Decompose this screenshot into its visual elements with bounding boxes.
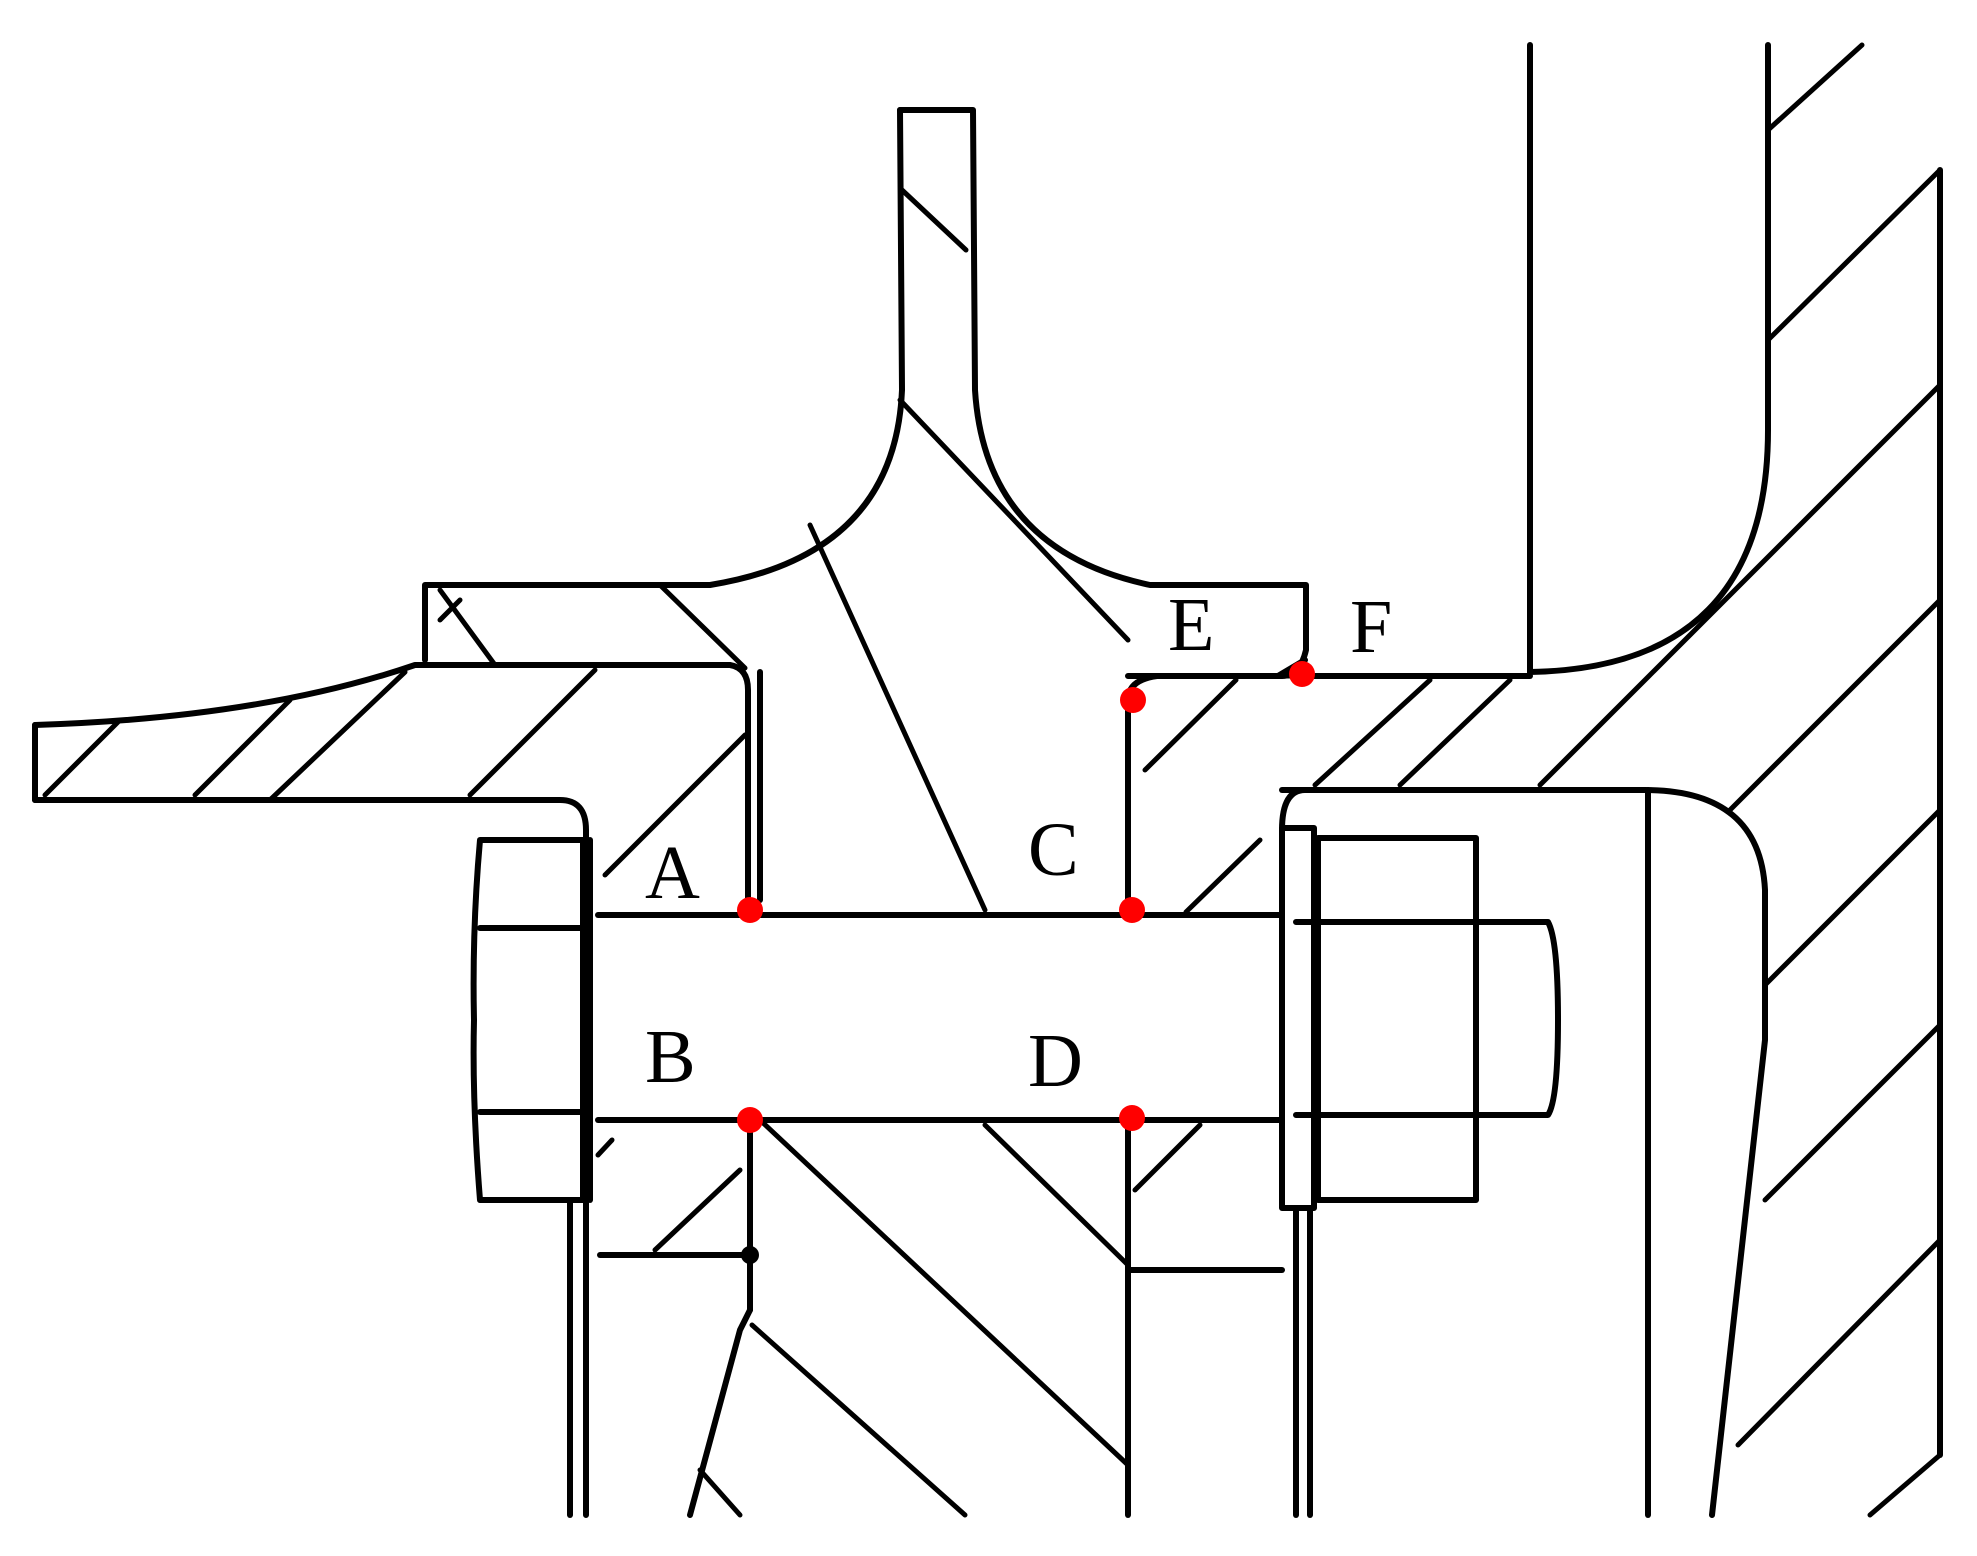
lower-left-plate bbox=[567, 1117, 753, 1518]
lower-vane-body bbox=[749, 1117, 1131, 1518]
label-e: E bbox=[1168, 583, 1214, 667]
point-a-marker bbox=[737, 897, 763, 923]
vane-body-hatching bbox=[437, 187, 1293, 915]
right-flange-plate bbox=[1279, 673, 1533, 793]
label-c: C bbox=[1028, 808, 1079, 892]
left-flange-plate bbox=[32, 662, 751, 1518]
lower-right-plate bbox=[1125, 1122, 1285, 1273]
junction-marker bbox=[741, 1246, 759, 1264]
point-labels: A B C D E F bbox=[645, 583, 1392, 1103]
label-f: F bbox=[1350, 585, 1392, 669]
measurement-points bbox=[737, 661, 1315, 1264]
point-e-marker bbox=[1120, 687, 1146, 713]
right-casing-hatching bbox=[1537, 42, 1943, 1518]
point-d-marker bbox=[1119, 1105, 1145, 1131]
point-b-marker bbox=[737, 1107, 763, 1133]
bolt-head bbox=[470, 837, 593, 1203]
left-flange-hatching bbox=[42, 667, 748, 878]
label-a: A bbox=[645, 831, 700, 915]
label-d: D bbox=[1028, 1019, 1083, 1103]
label-b: B bbox=[645, 1015, 696, 1099]
bolt-shank bbox=[595, 912, 1561, 1123]
point-c-marker bbox=[1119, 897, 1145, 923]
washer bbox=[1279, 787, 1317, 1518]
point-f-marker bbox=[1289, 661, 1315, 687]
vane-body bbox=[422, 107, 1309, 913]
nut bbox=[1315, 835, 1479, 1203]
